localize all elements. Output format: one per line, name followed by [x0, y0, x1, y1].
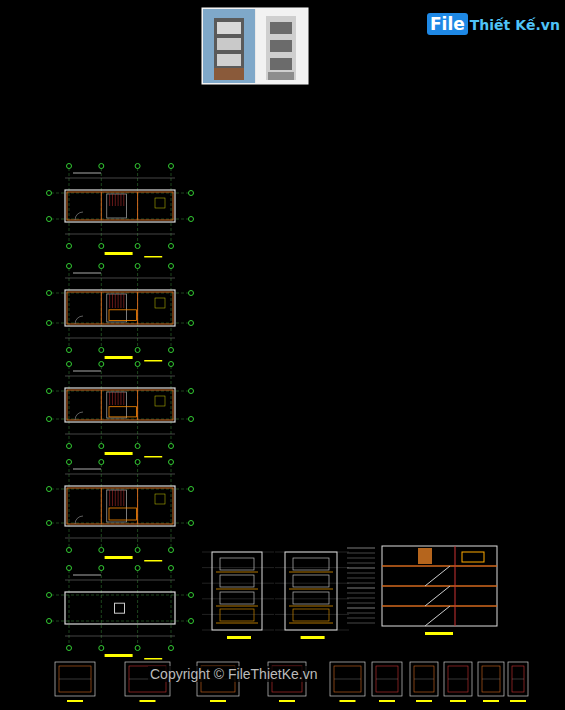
- detail-drawing: [55, 662, 95, 702]
- floor-plan: [47, 362, 194, 458]
- floor-plan: [47, 264, 194, 362]
- logo-text: File: [427, 13, 468, 35]
- elevation: [202, 552, 274, 639]
- render-thumbnails: [202, 8, 308, 84]
- floor-plan: [47, 566, 194, 660]
- floor-plan: [47, 460, 194, 562]
- section: [347, 546, 497, 635]
- detail-drawing: [478, 662, 504, 702]
- elevation: [275, 552, 349, 639]
- watermark: Copyright © FileThietKe.vn: [148, 666, 320, 682]
- logo-text: Thiết Kế.vn: [470, 16, 560, 34]
- detail-drawing: [372, 662, 402, 702]
- detail-drawing: [444, 662, 472, 702]
- watermark: Copyright © FileThietKe.vn: [148, 665, 320, 683]
- logo-text: File: [427, 13, 468, 35]
- floor-plan: [47, 164, 194, 258]
- detail-drawing: [508, 662, 528, 702]
- logo-text: Thiết Kế.vn: [470, 17, 560, 33]
- detail-drawing: [330, 662, 365, 702]
- detail-drawing: [410, 662, 438, 702]
